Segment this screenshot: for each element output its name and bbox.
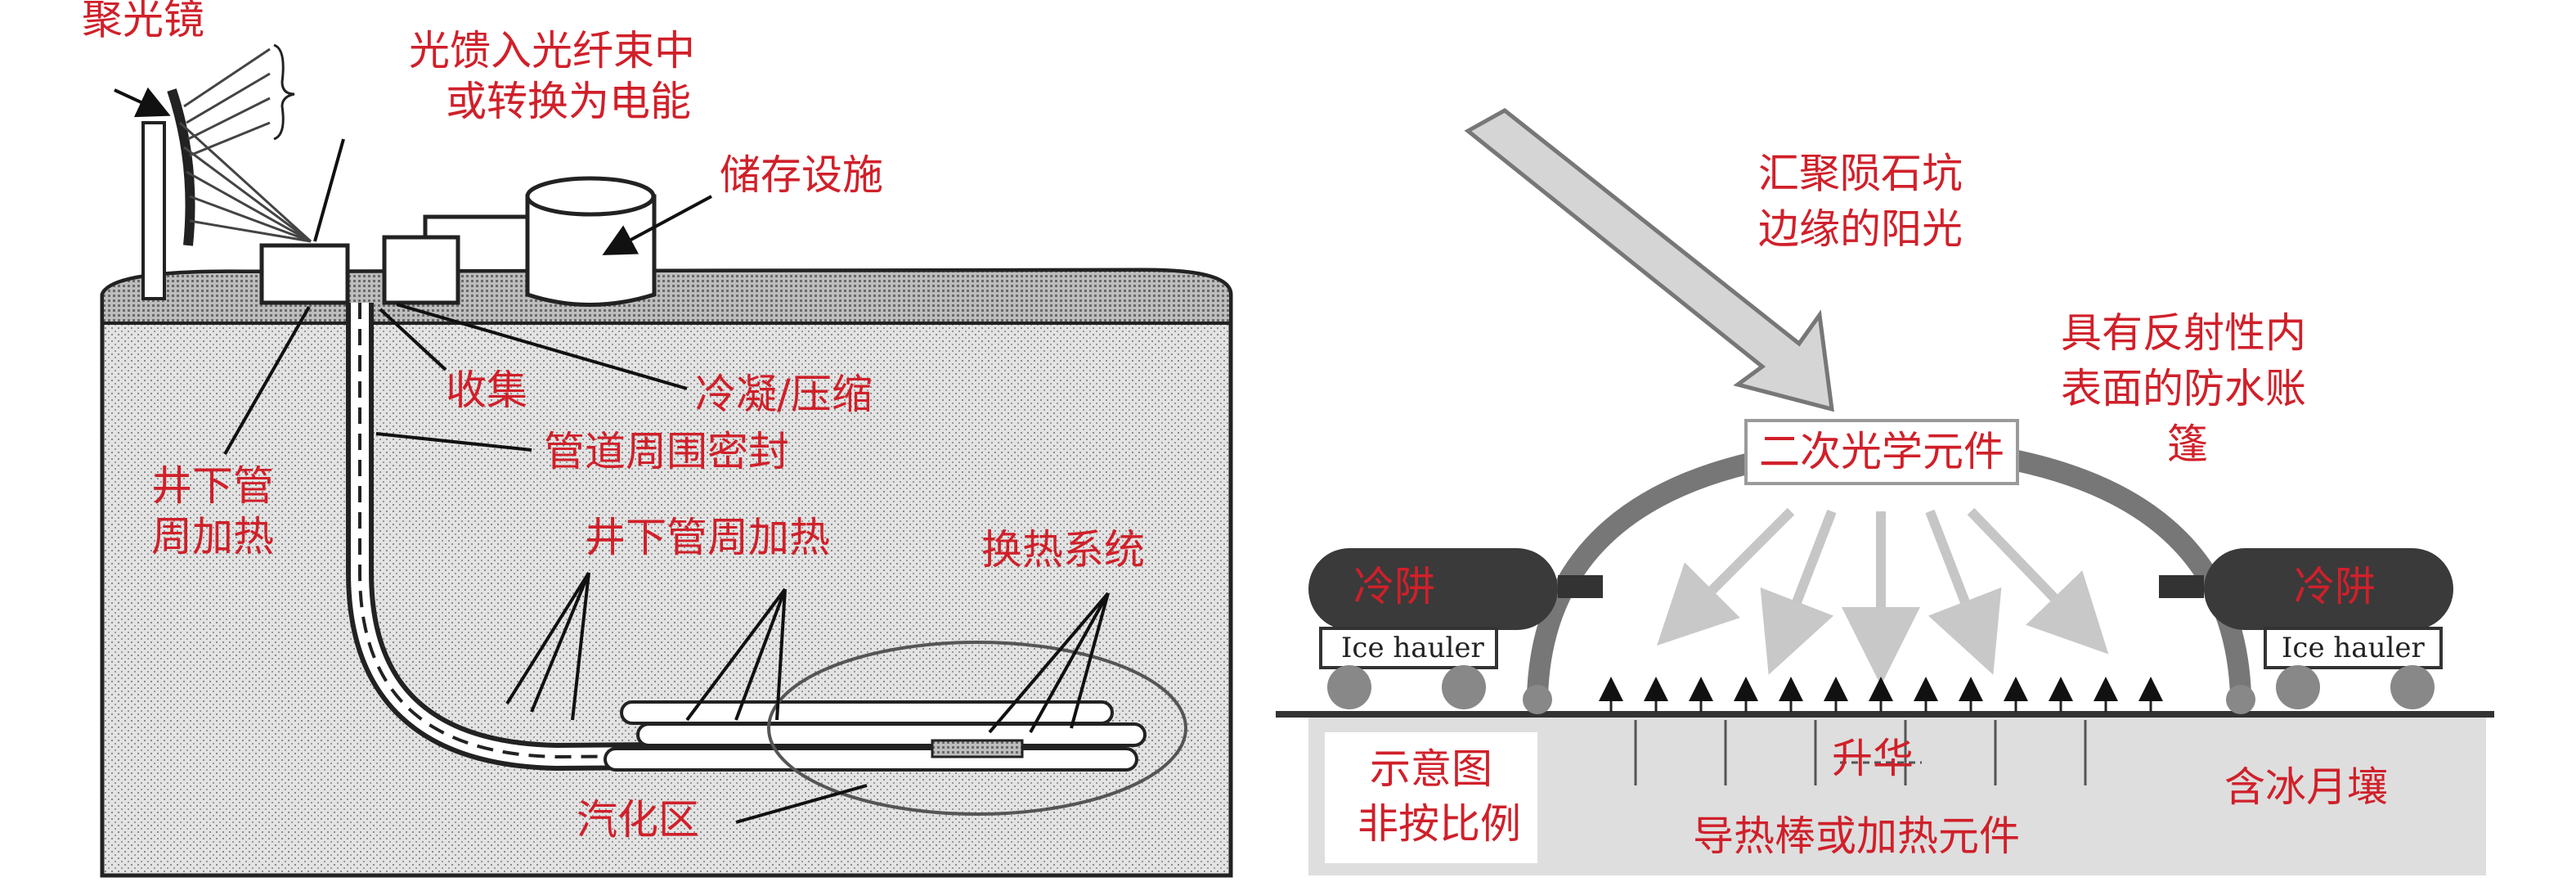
heat-rods	[1634, 720, 2087, 785]
label-schematic-1: 示意图	[1370, 745, 1492, 793]
label-reflective-tent-1: 具有反射性内	[2061, 309, 2306, 357]
right-panel	[1276, 108, 2494, 875]
converter-box	[382, 235, 460, 305]
label-storage: 储存设施	[720, 151, 883, 199]
receiver-pointer	[313, 138, 345, 242]
label-downhole-heat-2: 周加热	[151, 513, 274, 560]
hauler-connector-right	[2159, 575, 2204, 598]
label-reflective-tent-3: 篷	[2167, 421, 2208, 468]
label-secondary-optics: 二次光学元件	[1744, 419, 2019, 485]
hauler-cart-right	[2264, 627, 2443, 669]
optics-rays	[1657, 507, 2109, 686]
label-schematic-2: 非按比例	[1358, 800, 1521, 848]
label-sublimation: 升华	[1832, 735, 1914, 782]
tent-anchor-left	[1523, 685, 1552, 714]
storage-arrow	[602, 195, 712, 255]
label-heat-rods: 导热棒或加热元件	[1693, 812, 2020, 860]
lateral-pipes	[604, 700, 1147, 772]
label-collect: 收集	[446, 367, 527, 414]
storage-tank-top	[525, 176, 656, 217]
ice-hauler-left	[1308, 548, 1603, 709]
concentrator-arrow	[114, 87, 171, 118]
label-heat-exchange: 换热系统	[981, 526, 1145, 574]
hauler-wheel-right-2	[2390, 665, 2435, 709]
label-downhole-pipe-heat: 井下管周加热	[585, 514, 830, 561]
ray-brace	[273, 43, 295, 141]
label-crater-light-2: 边缘的阳光	[1758, 205, 1963, 253]
label-cold-trap-left: 冷阱	[1353, 563, 1435, 610]
receiver-box	[259, 243, 350, 305]
label-crater-light-1: 汇聚陨石坑	[1758, 150, 1963, 197]
hauler-connector-left	[1558, 575, 1603, 598]
label-ice-hauler-left: Ice hauler	[1341, 632, 1484, 664]
hauler-wheel-left-2	[1442, 665, 1486, 709]
hauler-wheel-right-1	[2276, 665, 2320, 709]
label-pipe-seal: 管道周围密封	[544, 428, 789, 475]
tent-anchor-right	[2226, 685, 2255, 714]
well-pipe-dash	[358, 303, 1129, 759]
label-downhole-heat-1: 井下管	[151, 462, 274, 510]
concentrator-dish	[167, 88, 195, 246]
label-light-feed-2: 或转换为电能	[446, 78, 691, 125]
label-ice-hauler-right: Ice hauler	[2282, 632, 2425, 664]
heat-exchange-zone	[767, 641, 1187, 816]
light-rays	[178, 47, 312, 243]
hauler-cart-left	[1319, 627, 1498, 669]
label-concentrator: 聚光镜	[82, 0, 204, 43]
concentrator-mast	[141, 121, 166, 300]
hauler-wheel-left-1	[1327, 665, 1371, 709]
ice-hauler-right	[2159, 548, 2453, 709]
label-vaporization-zone: 汽化区	[577, 796, 699, 844]
label-cold-trap-right: 冷阱	[2294, 563, 2376, 610]
label-icy-regolith: 含冰月壤	[2224, 763, 2388, 811]
left-panel	[100, 43, 1233, 878]
heat-exchanger	[931, 739, 1024, 758]
storage-pipe	[423, 214, 532, 237]
label-light-feed-1: 光馈入光纤束中	[409, 27, 695, 74]
label-reflective-tent-2: 表面的防水账	[2061, 365, 2306, 412]
label-condense-compress: 冷凝/压缩	[695, 371, 873, 418]
sublimation-arrows	[1599, 677, 2163, 712]
sunlight-arrow	[1464, 108, 1834, 412]
hauler-tank-right	[2204, 548, 2453, 630]
storage-tank	[525, 194, 657, 307]
pointer-lines	[223, 303, 1110, 824]
schematic-box	[1325, 732, 1537, 863]
hauler-tank-left	[1308, 548, 1558, 630]
